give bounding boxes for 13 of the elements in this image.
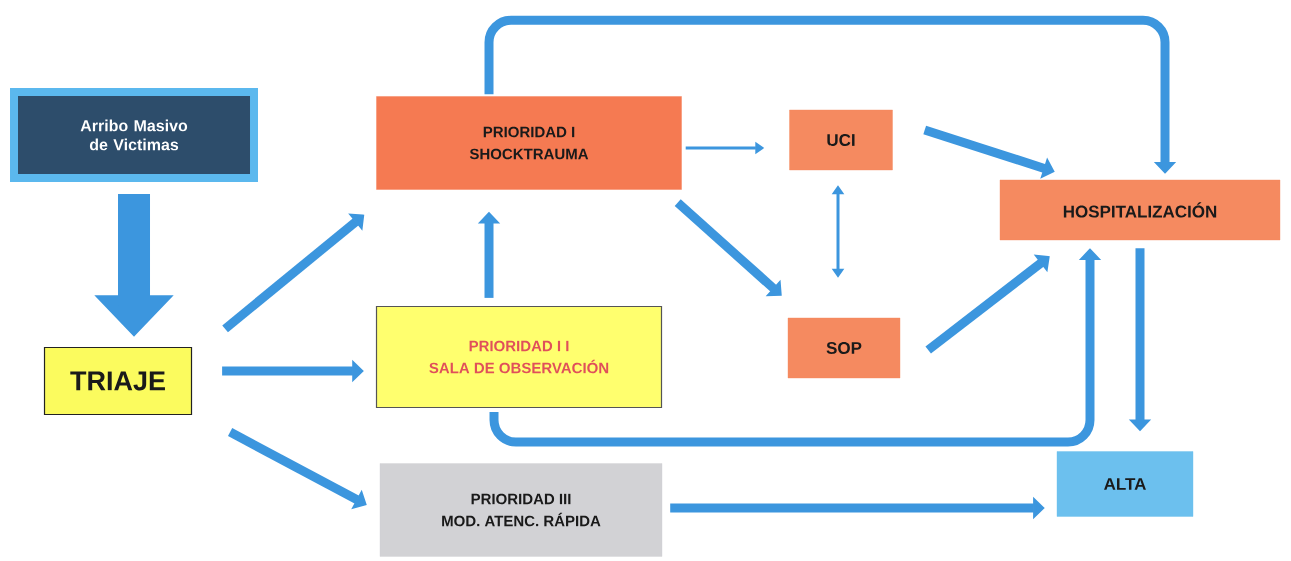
process-box: PRIORIDAD I I SALA DE OBSERVACIÓN xyxy=(375,305,663,409)
arrow xyxy=(925,254,1050,354)
process-box: SOP xyxy=(787,317,901,379)
arrow xyxy=(674,199,782,297)
process-box: TRIAJE xyxy=(43,346,193,416)
start-box: Arribo Masivo de Victimas xyxy=(10,88,258,182)
process-box: UCI xyxy=(789,109,893,171)
process-box: HOSPITALIZACIÓN xyxy=(999,179,1281,241)
arrow xyxy=(222,213,365,333)
process-box: PRIORIDAD III MOD. ATENC. RÁPIDA xyxy=(379,463,663,557)
process-box: PRIORIDAD I SHOCKTRAUMA xyxy=(376,96,682,190)
arrow xyxy=(484,15,1177,174)
end-box: ALTA xyxy=(1056,451,1194,517)
